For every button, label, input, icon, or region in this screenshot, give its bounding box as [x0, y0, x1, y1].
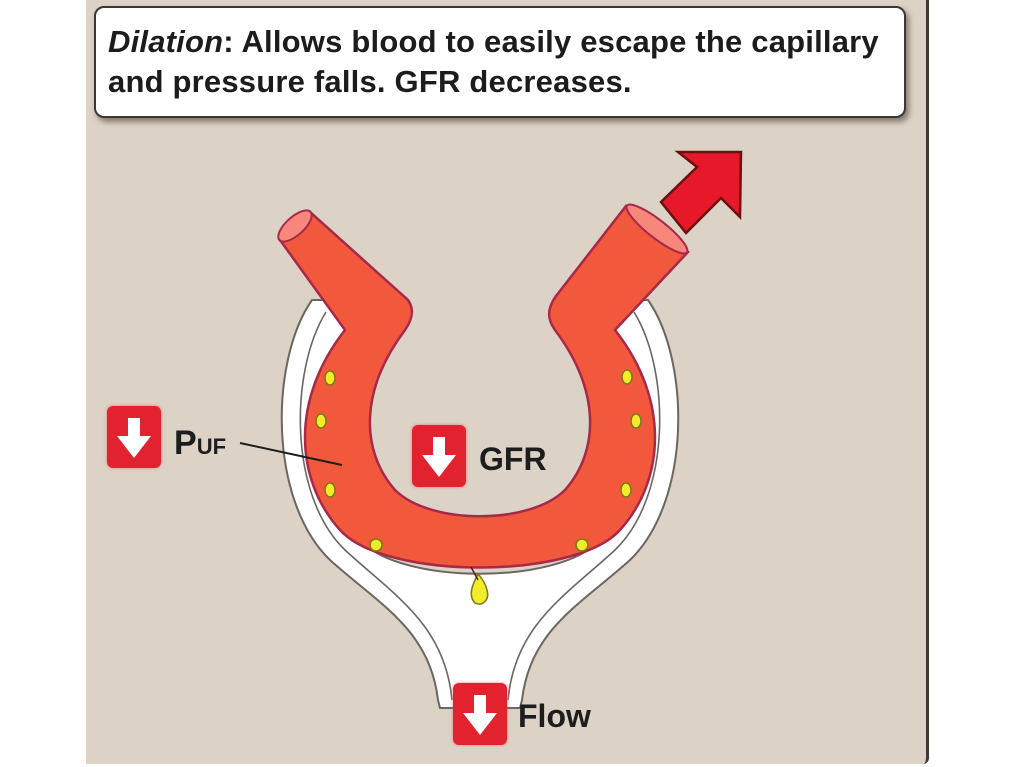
- vessel-body: [278, 204, 690, 569]
- arrow-down-icon: [117, 418, 151, 458]
- filtrate-drop: [324, 370, 336, 386]
- puf-label: PUF: [174, 424, 226, 463]
- outflow-arrow-icon: [659, 150, 743, 235]
- efferent-opening: [625, 203, 689, 255]
- puf-label-main: P: [174, 424, 197, 462]
- drip-line: [470, 566, 479, 581]
- caption-box: Dilation: Allows blood to easily escape …: [94, 6, 906, 118]
- arrow-down-icon: [422, 437, 456, 477]
- arrow-down-icon: [463, 695, 497, 735]
- filtrate-drops: [315, 369, 642, 605]
- gfr-label: GFR: [479, 441, 547, 477]
- filtrate-drop: [630, 413, 642, 429]
- filtrate-drop: [575, 538, 589, 552]
- filtrate-drop: [324, 482, 336, 498]
- puf-leader-line: [239, 442, 343, 466]
- filtrate-drop: [621, 369, 633, 385]
- filtrate-drop-falling: [470, 572, 489, 605]
- gfr-down-badge: [412, 425, 466, 487]
- bowmans-capsule: [280, 299, 680, 709]
- filtrate-drop: [620, 482, 632, 498]
- flow-label: Flow: [518, 698, 591, 734]
- caption-term: Dilation: [108, 24, 224, 59]
- caption-text: : Allows blood to easily escape the capi…: [108, 24, 879, 99]
- filtrate-drop: [315, 413, 327, 429]
- afferent-opening: [277, 209, 313, 243]
- capsule-inner-left: [299, 311, 453, 701]
- filtrate-drop: [369, 538, 383, 552]
- flow-down-badge: [453, 683, 507, 745]
- capillary-vessel: [277, 203, 690, 569]
- capsule-inner-right: [507, 311, 661, 701]
- puf-label-sub: UF: [196, 434, 227, 459]
- puf-down-badge: [107, 406, 161, 468]
